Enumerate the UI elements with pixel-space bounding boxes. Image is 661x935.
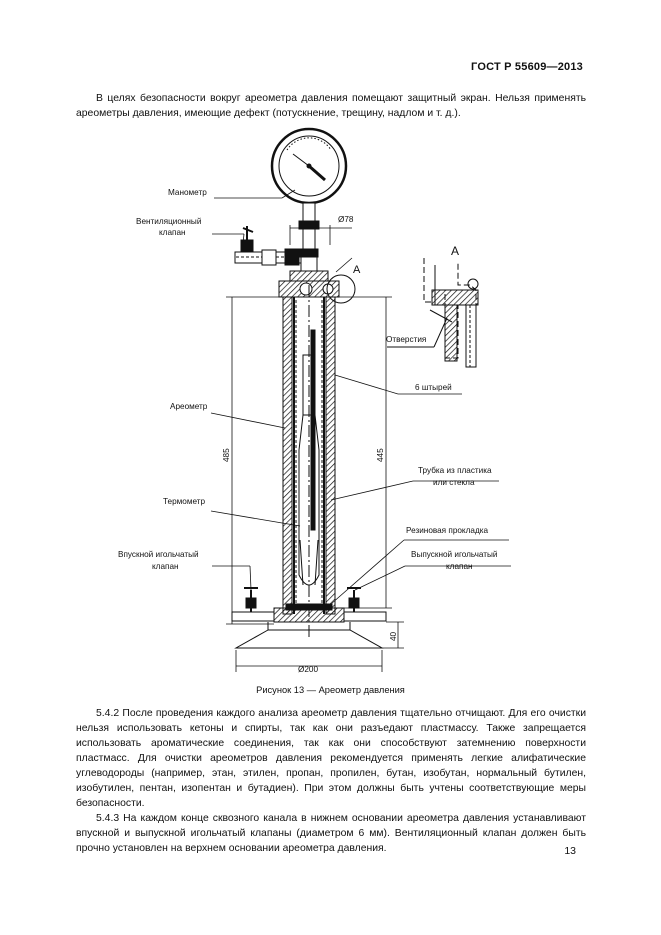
tube-label-line1: Трубка из пластика [418,466,492,475]
intro-paragraph: В целях безопасности вокруг ареометра да… [76,91,586,121]
hydrometer-inner [298,329,320,586]
manometer-label: Манометр [168,188,207,197]
dimension-485: 485 [222,448,231,462]
vent-valve-label-line1: Вентиляционный [136,217,201,226]
tube-body [282,285,336,640]
dimension-40: 40 [389,631,398,641]
manometer-gauge [270,127,348,258]
base-assembly [231,587,387,649]
inlet-valve-label-line1: Впускной игольчатый [118,550,199,559]
view-a-marker: A [353,264,361,276]
gasket-label: Резиновая прокладка [406,526,488,535]
detail-a-title: A [451,244,459,258]
figure-caption: Рисунок 13 — Ареометр давления [256,685,405,695]
outlet-valve-label-line1: Выпускной игольчатый [411,550,497,559]
areometer-label: Ареометр [170,402,208,411]
outlet-valve-label-line2: клапан [446,562,473,571]
inlet-valve-label-line2: клапан [152,562,179,571]
paragraph-5-4-3: 5.4.3 На каждом конце сквозного канала в… [76,813,586,854]
diameter-200-label: Ø200 [298,665,318,674]
studs-label: 6 штырей [415,383,452,392]
page-number: 13 [564,845,576,857]
document-code: ГОСТ Р 55609—2013 [471,61,583,73]
vent-valve-label-line2: клапан [159,228,186,237]
thermometer-label: Термометр [163,497,205,506]
intro-text: В целях безопасности вокруг ареометра да… [76,93,586,119]
tube-label-line2: или стекла [433,478,475,487]
vent-valve [234,226,302,266]
body-text: 5.4.2 После проведения каждого анализа а… [76,706,586,856]
diameter-78-label: Ø78 [338,215,354,224]
leader-lines [210,189,511,605]
detail-view-a [387,258,479,368]
dimension-445: 445 [376,448,385,462]
hole-label: Отверстия [386,335,426,344]
pressure-hydrometer-figure: Манометр Вентиляционный клапан Ø78 A A О… [118,127,511,674]
paragraph-5-4-2: 5.4.2 После проведения каждого анализа а… [76,708,586,809]
